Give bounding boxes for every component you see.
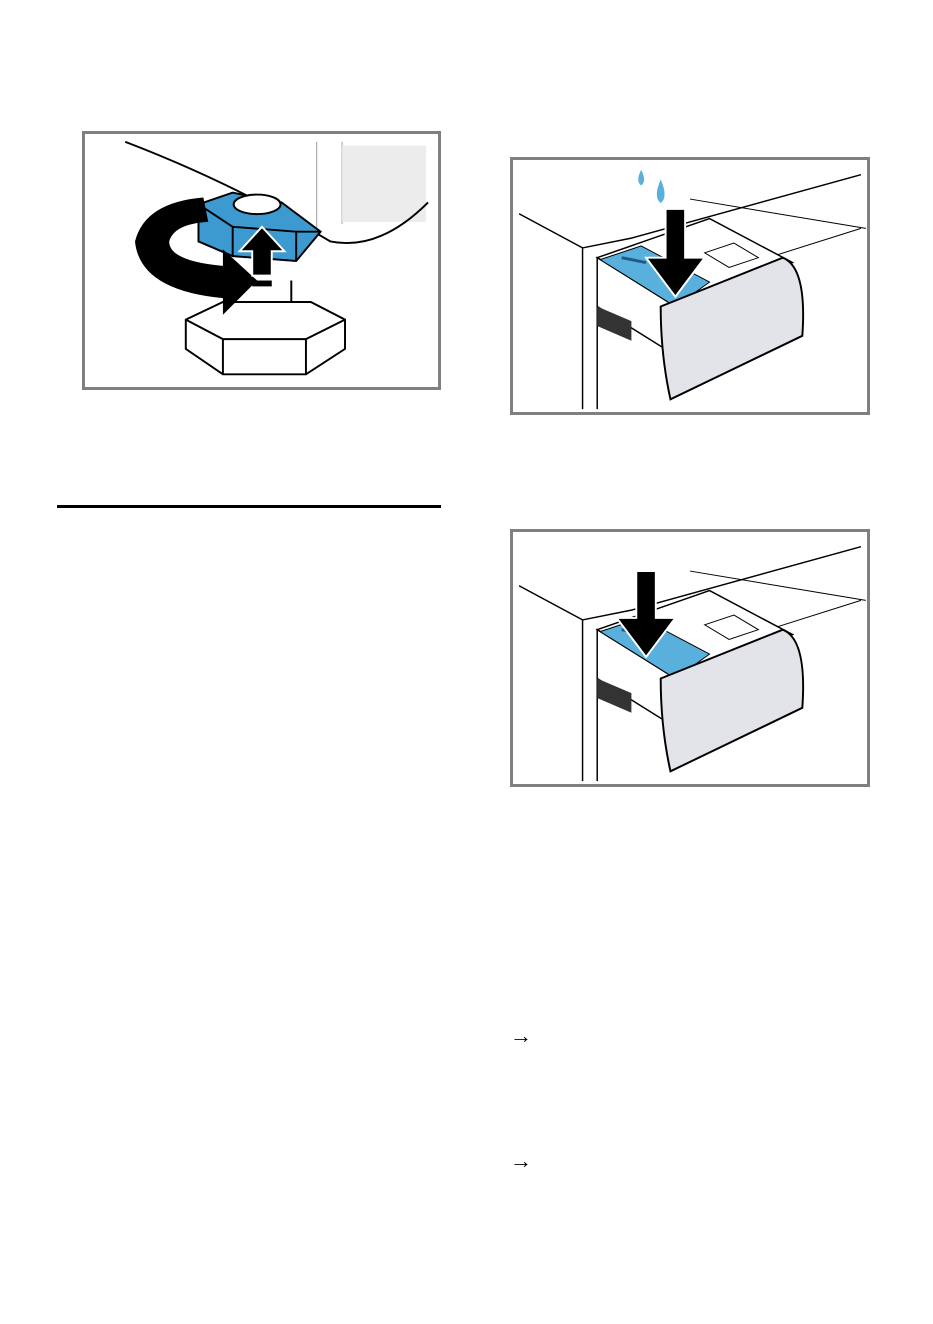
machine-panel (342, 146, 426, 222)
drawer-push-illustration (510, 529, 870, 787)
adjustable-foot-illustration (82, 131, 441, 390)
section-divider (57, 505, 441, 508)
arrow-bullet-icon: → (510, 1025, 532, 1047)
water-drop-icon (657, 180, 665, 203)
arrow-bullet-icon: → (510, 1150, 532, 1172)
detergent-drawer-icon (513, 532, 867, 784)
detergent-drawer-icon (513, 160, 867, 412)
drawer-water-illustration (510, 157, 870, 415)
adjustable-foot-icon (85, 134, 438, 387)
